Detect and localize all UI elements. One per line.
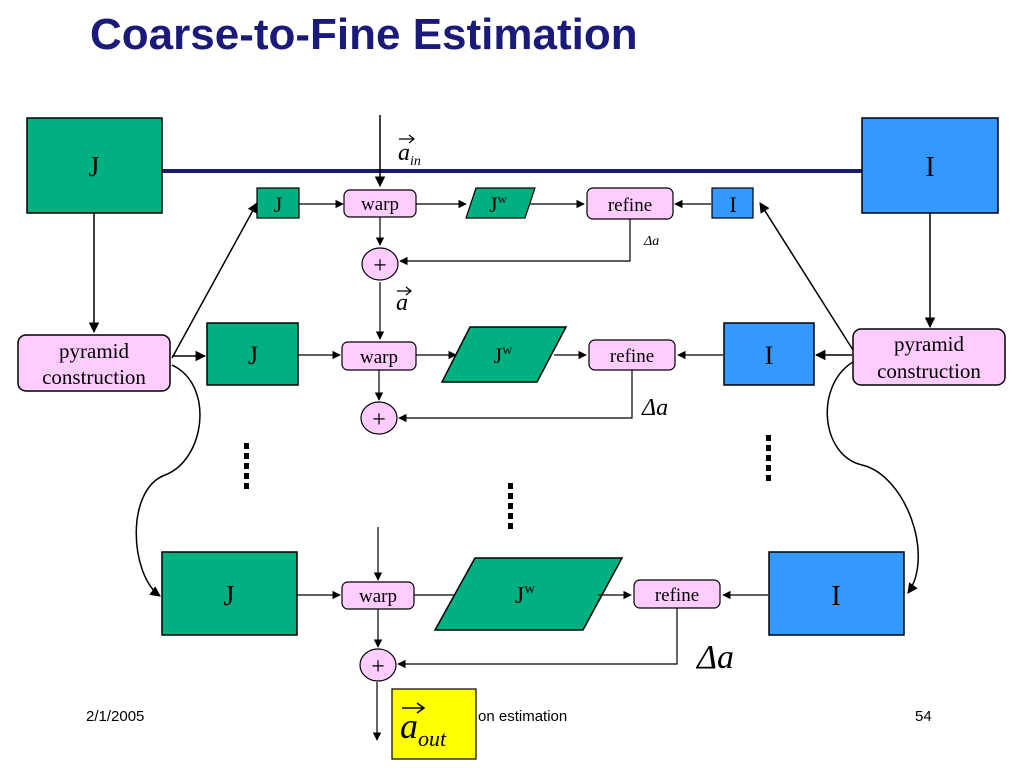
level3-plus-node bbox=[359, 648, 397, 682]
pyramid-left-line1: pyramid bbox=[59, 339, 129, 363]
level1-warp-label: warp bbox=[361, 194, 399, 215]
level2-i-label: I bbox=[765, 341, 774, 370]
pyramid-right-line2: construction bbox=[877, 359, 981, 383]
pyramid-right-line1: pyramid bbox=[894, 332, 964, 356]
pyramid-right-box bbox=[852, 328, 1006, 386]
a-in-symbol: ain bbox=[398, 140, 421, 169]
right-ellipsis-dots bbox=[766, 435, 771, 481]
level2-jw-label: Jw bbox=[494, 343, 514, 368]
level1-j-box bbox=[256, 187, 300, 219]
level1-jw-parallelogram bbox=[465, 187, 536, 219]
center-ellipsis-dots bbox=[508, 483, 513, 529]
level3-jw-label: Jw bbox=[515, 581, 535, 609]
level3-i-label: I bbox=[831, 581, 840, 612]
level2-j-box bbox=[206, 322, 299, 386]
level1-i-label: I bbox=[729, 192, 736, 217]
level2-warp-label: warp bbox=[360, 347, 398, 368]
left-ellipsis-dots bbox=[244, 443, 249, 489]
level3-delta-a: Δa bbox=[695, 639, 734, 676]
page-number: 54 bbox=[915, 708, 932, 725]
slide-title: Coarse-to-Fine Estimation bbox=[90, 10, 638, 59]
level1-plus-node bbox=[361, 247, 399, 281]
level1-i-box bbox=[711, 187, 754, 219]
level3-jw-parallelogram bbox=[433, 557, 624, 631]
level3-warp-label: warp bbox=[359, 586, 397, 607]
level1-delta-a: Δa bbox=[643, 234, 659, 249]
pyramid-left-box bbox=[17, 334, 171, 392]
level3-j-label: J bbox=[224, 581, 235, 612]
footer-date: 2/1/2005 bbox=[86, 708, 145, 725]
level3-plus-label: + bbox=[371, 654, 385, 680]
a-out-box bbox=[391, 688, 477, 760]
footer-center-text: on estimation bbox=[478, 708, 568, 725]
level1-j-label: J bbox=[274, 192, 283, 217]
level3-i-box bbox=[768, 551, 905, 636]
a-out-vector-arrow-icon bbox=[402, 702, 426, 714]
a-out-symbol: aout bbox=[400, 706, 447, 751]
level1-jw-label: Jw bbox=[489, 191, 508, 217]
level3-j-box bbox=[161, 551, 298, 636]
a-mid-vector-arrow-icon bbox=[397, 286, 412, 296]
level1-refine-label: refine bbox=[608, 195, 652, 216]
level2-delta-a: Δa bbox=[641, 395, 668, 421]
level1-plus-label: + bbox=[373, 253, 387, 279]
level2-plus-label: + bbox=[372, 407, 386, 433]
a-mid-symbol: a bbox=[396, 290, 408, 316]
level2-refine-label: refine bbox=[610, 346, 654, 367]
level2-i-box bbox=[723, 322, 815, 386]
pyramid-left-line2: construction bbox=[42, 365, 146, 389]
level2-j-label: J bbox=[248, 341, 258, 370]
top-i-label: I bbox=[925, 152, 934, 183]
level2-jw-parallelogram bbox=[440, 326, 568, 383]
top-j-label: J bbox=[89, 152, 100, 183]
a-in-vector-arrow-icon bbox=[399, 134, 415, 144]
top-j-box bbox=[26, 117, 163, 214]
level2-plus-node bbox=[360, 401, 398, 435]
level3-refine-label: refine bbox=[655, 585, 699, 606]
